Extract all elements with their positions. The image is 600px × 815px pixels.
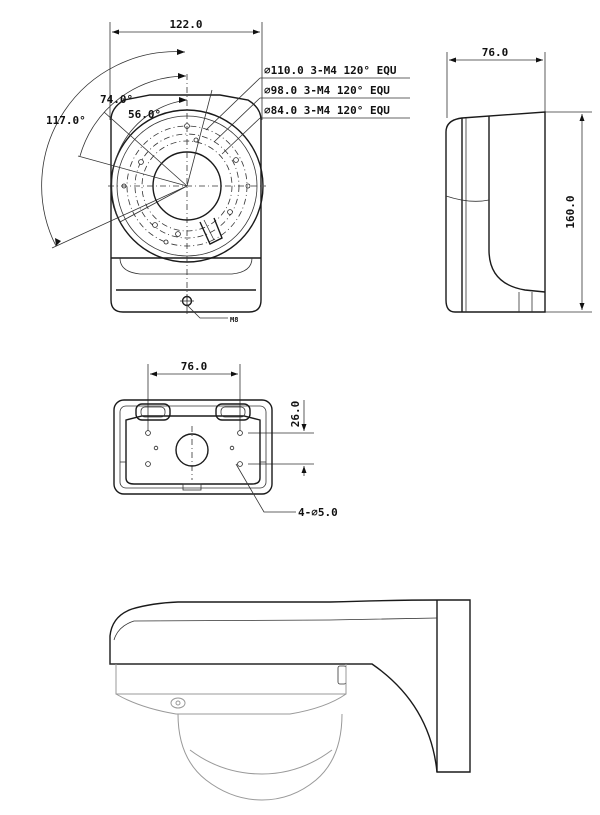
base-hole-callout: 4-∅5.0 <box>298 506 338 519</box>
screw-label: M8 <box>230 316 238 324</box>
pcd-110-callout: ∅110.0 3-M4 120° EQU <box>264 64 397 77</box>
pcd-84-callout: ∅84.0 3-M4 120° EQU <box>264 104 390 117</box>
angle-outer-label: 117.0° <box>46 114 86 127</box>
front-width-dimension: 122.0 <box>169 18 202 31</box>
front-view: 122.0 <box>41 18 410 324</box>
base-view: 76.0 26.0 4-∅5.0 <box>113 360 338 519</box>
base-spacing-dimension: 76.0 <box>181 360 208 373</box>
angle-inner-label: 56.0° <box>128 108 161 121</box>
side-depth-dimension: 76.0 <box>482 46 509 59</box>
assembly-view <box>109 599 471 801</box>
pcd-98-callout: ∅98.0 3-M4 120° EQU <box>264 84 390 97</box>
side-view: 76.0 160.0 <box>445 46 592 313</box>
side-height-dimension: 160.0 <box>564 195 577 228</box>
base-offset-dimension: 26.0 <box>289 401 302 428</box>
angle-mid-label: 74.0° <box>100 93 133 106</box>
